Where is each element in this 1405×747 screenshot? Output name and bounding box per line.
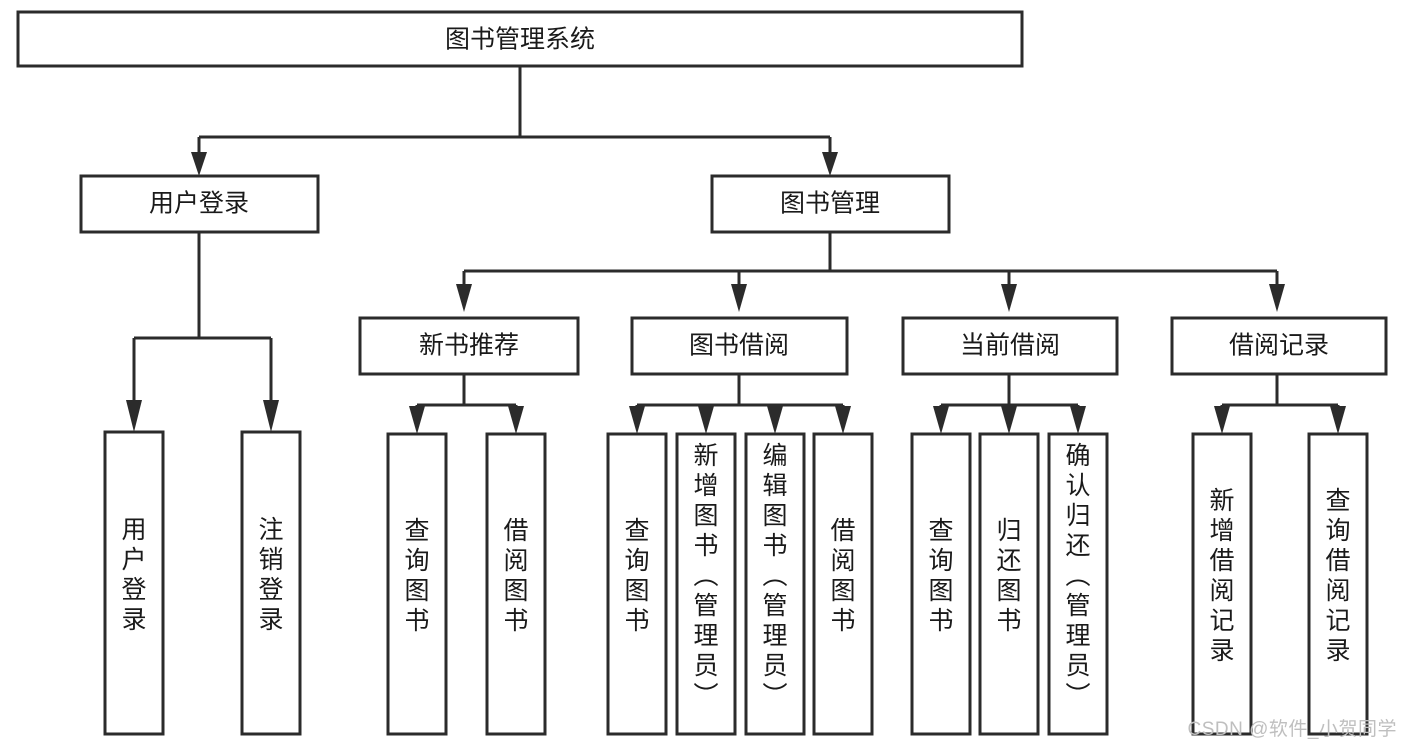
- node-current-borrow-box[interactable]: [901, 316, 1119, 376]
- leaf-nodes: 用户登录 注销登录 查询图书 借阅图书 查询图书 新增图书︵管理员︶ 编辑图书︵…: [103, 430, 1369, 736]
- node-leaf-logout-box[interactable]: [240, 430, 302, 736]
- node-root-box[interactable]: [16, 10, 1024, 68]
- node-leaf-logout[interactable]: 注销登录: [240, 430, 302, 736]
- node-leaf-add-book[interactable]: 新增图书︵管理员︶: [675, 432, 737, 736]
- arrow-head-leaf-query-record: [1330, 406, 1346, 434]
- arrow-head-leaf-borrow-book-1: [508, 406, 524, 434]
- node-leaf-query-record-label: 查询借阅记录: [1325, 487, 1350, 665]
- node-leaf-query-book-2[interactable]: 查询图书: [606, 432, 668, 736]
- node-leaf-add-record-box[interactable]: [1191, 432, 1253, 736]
- node-leaf-edit-book[interactable]: 编辑图书︵管理员︶: [744, 432, 806, 736]
- node-leaf-add-book-label: 新增图书︵管理员︶: [693, 442, 718, 710]
- node-leaf-query-book-2-box[interactable]: [606, 432, 668, 736]
- node-leaf-borrow-book-1-label: 借阅图书: [503, 517, 528, 635]
- arrow-head-leaf-query-book-1: [409, 406, 425, 434]
- node-leaf-borrow-book-1[interactable]: 借阅图书: [485, 432, 547, 736]
- node-borrow-record-label: 借阅记录: [1229, 332, 1329, 360]
- arrow-head-leaf-return-book: [1001, 406, 1017, 434]
- arrow-head-borrow-record: [1269, 284, 1285, 312]
- node-book-borrow[interactable]: 图书借阅: [630, 316, 849, 376]
- arrow-head-leaf-edit-book: [767, 406, 783, 434]
- arrow-head-leaf-borrow-book-2: [835, 406, 851, 434]
- node-leaf-return-book[interactable]: 归还图书: [978, 432, 1040, 736]
- node-leaf-confirm-return-label: 确认归还︵管理员︶: [1065, 442, 1090, 710]
- node-leaf-user-login-label: 用户登录: [121, 516, 146, 634]
- node-book-borrow-box[interactable]: [630, 316, 849, 376]
- node-leaf-return-book-label: 归还图书: [996, 517, 1021, 635]
- arrow-head-current-borrow: [1001, 284, 1017, 312]
- node-leaf-query-book-1-box[interactable]: [386, 432, 448, 736]
- node-user-login[interactable]: 用户登录: [79, 174, 320, 234]
- arrow-head-leaf-add-record: [1214, 406, 1230, 434]
- node-book-manage-box[interactable]: [710, 174, 951, 234]
- connector-layer: [126, 66, 1346, 434]
- node-leaf-logout-label: 注销登录: [258, 516, 283, 634]
- node-new-book-rec[interactable]: 新书推荐: [358, 316, 580, 376]
- node-leaf-query-record-box[interactable]: [1307, 432, 1369, 736]
- node-leaf-query-record[interactable]: 查询借阅记录: [1307, 432, 1369, 736]
- arrow-head-book-manage: [822, 152, 838, 176]
- node-leaf-confirm-return-box[interactable]: [1047, 432, 1109, 736]
- node-leaf-add-record[interactable]: 新增借阅记录: [1191, 432, 1253, 736]
- node-leaf-edit-book-box[interactable]: [744, 432, 806, 736]
- arrow-head-leaf-confirm-return: [1070, 406, 1086, 434]
- node-leaf-confirm-return[interactable]: 确认归还︵管理员︶: [1047, 432, 1109, 736]
- node-new-book-rec-label: 新书推荐: [419, 332, 519, 360]
- node-root-label: 图书管理系统: [445, 26, 595, 54]
- node-leaf-add-book-box[interactable]: [675, 432, 737, 736]
- node-current-borrow[interactable]: 当前借阅: [901, 316, 1119, 376]
- node-leaf-return-book-box[interactable]: [978, 432, 1040, 736]
- arrow-head-user-login: [191, 152, 207, 176]
- arrow-head-leaf-query-book-3: [933, 406, 949, 434]
- node-user-login-label: 用户登录: [149, 190, 249, 218]
- node-root[interactable]: 图书管理系统: [16, 10, 1024, 68]
- node-book-borrow-label: 图书借阅: [689, 332, 789, 360]
- node-leaf-borrow-book-2-label: 借阅图书: [830, 517, 855, 635]
- node-leaf-query-book-3[interactable]: 查询图书: [910, 432, 972, 736]
- node-borrow-record-box[interactable]: [1170, 316, 1388, 376]
- arrow-head-new-book-rec: [456, 284, 472, 312]
- node-leaf-query-book-1-label: 查询图书: [404, 517, 429, 635]
- arrow-head-leaf-logout: [263, 400, 279, 432]
- node-leaf-query-book-3-box[interactable]: [910, 432, 972, 736]
- arrow-head-book-borrow: [731, 284, 747, 312]
- node-borrow-record[interactable]: 借阅记录: [1170, 316, 1388, 376]
- arrow-head-leaf-query-book-2: [629, 406, 645, 434]
- node-leaf-query-book-2-label: 查询图书: [624, 517, 649, 635]
- node-current-borrow-label: 当前借阅: [960, 332, 1060, 360]
- arrow-head-leaf-add-book: [698, 406, 714, 434]
- node-leaf-borrow-book-2[interactable]: 借阅图书: [812, 432, 874, 736]
- node-leaf-borrow-book-1-box[interactable]: [485, 432, 547, 736]
- node-leaf-query-book-1[interactable]: 查询图书: [386, 432, 448, 736]
- node-book-manage-label: 图书管理: [780, 190, 880, 218]
- node-leaf-query-book-3-label: 查询图书: [928, 517, 953, 635]
- node-leaf-user-login-box[interactable]: [103, 430, 165, 736]
- node-leaf-borrow-book-2-box[interactable]: [812, 432, 874, 736]
- node-leaf-add-record-label: 新增借阅记录: [1209, 487, 1234, 665]
- node-new-book-rec-box[interactable]: [358, 316, 580, 376]
- node-user-login-box[interactable]: [79, 174, 320, 234]
- node-book-manage[interactable]: 图书管理: [710, 174, 951, 234]
- node-leaf-user-login[interactable]: 用户登录: [103, 430, 165, 736]
- arrow-head-leaf-user-login: [126, 400, 142, 432]
- node-leaf-edit-book-label: 编辑图书︵管理员︶: [762, 442, 787, 710]
